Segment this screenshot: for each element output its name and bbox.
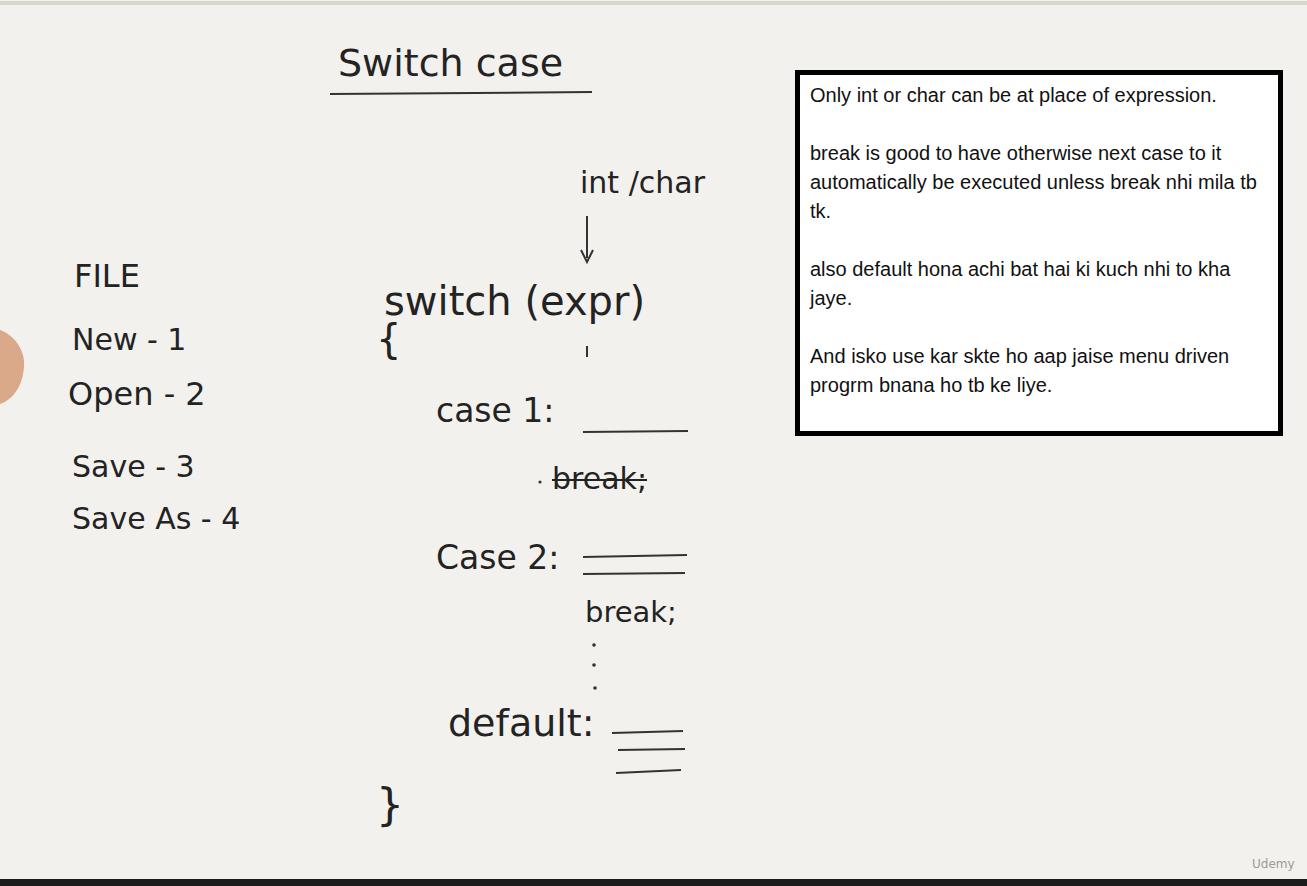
code-line: break; <box>552 462 647 497</box>
case-label: default: <box>448 702 595 746</box>
title: Switch case <box>338 42 563 86</box>
case-label: Case 2: <box>436 539 559 577</box>
code-line: break; <box>585 596 677 629</box>
frame-bar <box>0 879 1307 886</box>
watermark: Udemy <box>1252 858 1295 872</box>
note-text: break is good to have otherwise next cas… <box>810 139 1268 226</box>
arrow-head <box>581 250 593 262</box>
note-text: Only int or char can be at place of expr… <box>810 81 1268 110</box>
blank-line <box>583 431 688 432</box>
code-line: switch (expr) <box>384 278 645 324</box>
brace: } <box>376 780 404 831</box>
menu-item: Save As - 4 <box>72 502 240 537</box>
menu-item: Save - 3 <box>72 450 195 485</box>
tick-mark <box>586 346 588 357</box>
blank-line <box>612 731 683 733</box>
menu-heading: FILE <box>74 258 140 295</box>
dot <box>592 643 596 647</box>
type-note: int /char <box>580 166 705 201</box>
board-edge <box>0 1 1307 5</box>
blank-line <box>583 555 687 557</box>
blank-line <box>616 770 681 773</box>
dot <box>593 686 597 690</box>
brace: { <box>376 316 401 362</box>
menu-item: New - 1 <box>72 323 186 358</box>
dot <box>538 480 541 483</box>
blank-line <box>618 749 685 750</box>
presenter-hand <box>0 330 24 404</box>
menu-item: Open - 2 <box>68 376 206 413</box>
note-box: Only int or char can be at place of expr… <box>795 70 1283 436</box>
dot <box>592 663 596 667</box>
arrow-shaft <box>586 216 588 258</box>
case-label: case 1: <box>436 392 554 430</box>
note-text: And isko use kar skte ho aap jaise menu … <box>810 342 1268 400</box>
title-underline <box>330 92 592 94</box>
note-text: also default hona achi bat hai ki kuch n… <box>810 255 1268 313</box>
blank-line <box>583 573 685 574</box>
